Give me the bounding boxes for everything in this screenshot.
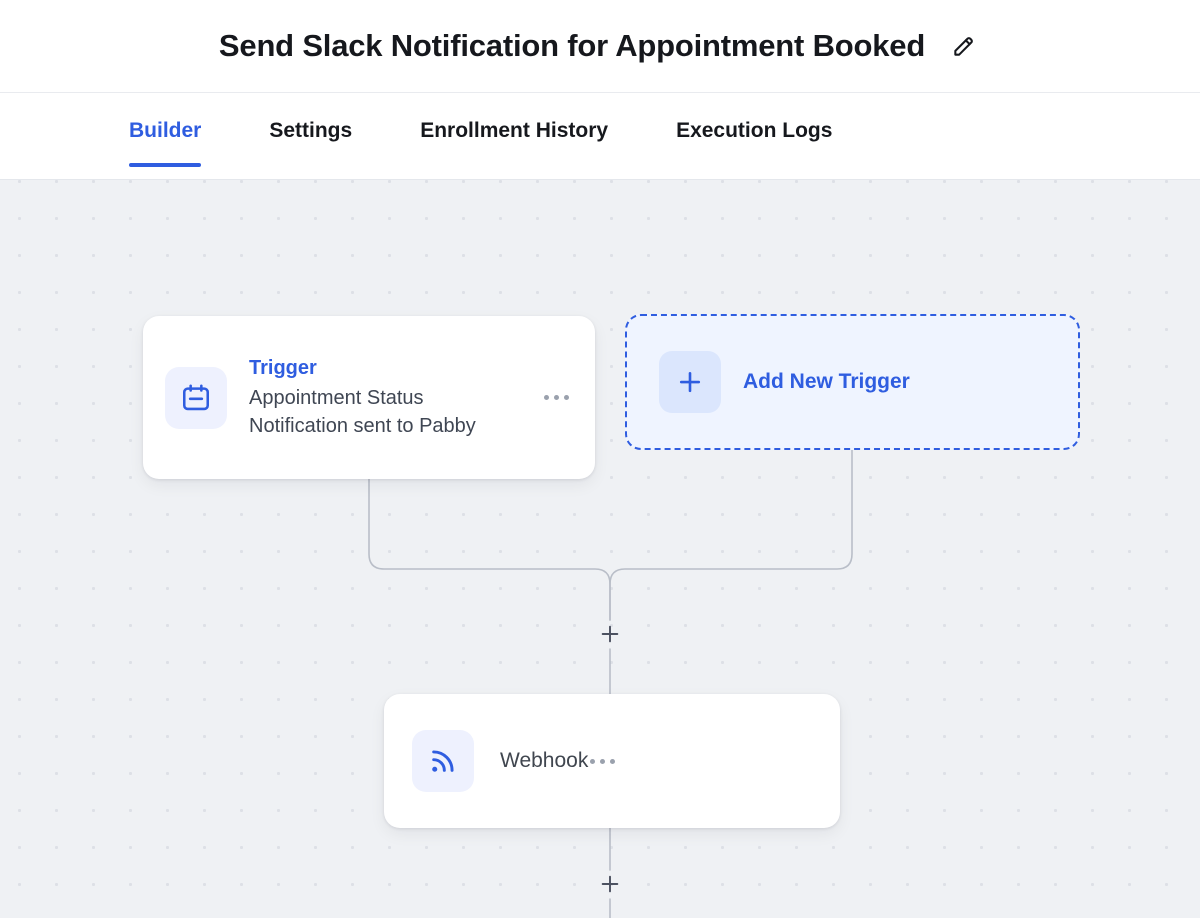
title-bar: Send Slack Notification for Appointment … [0,0,1200,93]
more-horizontal-icon-dot [544,395,549,400]
more-horizontal-icon-dot [600,758,606,764]
more-horizontal-icon-dot [564,395,569,400]
add-new-trigger-label: Add New Trigger [743,370,910,393]
node-webhook-label: Webhook [500,749,589,772]
node-webhook[interactable]: Webhook [384,694,840,828]
more-horizontal-icon-dot [590,758,596,764]
webhook-rss-icon [412,730,474,792]
add-step-icon [599,873,621,895]
tab-execution-logs[interactable]: Execution Logs [676,93,832,167]
more-horizontal-icon-dot [554,395,559,400]
node-trigger-line2: Notification sent to Pabby [249,415,476,437]
add-new-trigger-button[interactable]: Add New Trigger [625,314,1080,450]
calendar-icon [165,366,227,429]
node-trigger-menu-button[interactable] [542,387,571,408]
node-webhook-menu-button[interactable] [588,751,617,772]
tab-settings[interactable]: Settings [269,93,352,167]
page-title: Send Slack Notification for Appointment … [218,28,926,63]
node-trigger-kicker: Trigger [249,356,317,379]
tab-enrollment-history[interactable]: Enrollment History [420,93,608,167]
add-step-icon [599,623,621,645]
plus-icon [659,351,721,413]
tab-builder[interactable]: Builder [129,93,202,167]
add-step-button-middle[interactable] [595,619,625,649]
node-trigger-line1: Appointment Status [249,386,424,409]
workflow-canvas[interactable]: Trigger Appointment Status Notification … [0,180,1200,918]
node-trigger-body: Trigger Appointment Status Notification … [227,355,542,441]
add-step-button-bottom[interactable] [595,869,625,899]
node-trigger[interactable]: Trigger Appointment Status Notification … [143,316,595,479]
tab-bar: Builder Settings Enrollment History Exec… [0,93,1200,180]
more-horizontal-icon-dot [610,758,616,764]
pencil-edit-icon [951,33,977,59]
edit-title-button[interactable] [947,29,981,63]
